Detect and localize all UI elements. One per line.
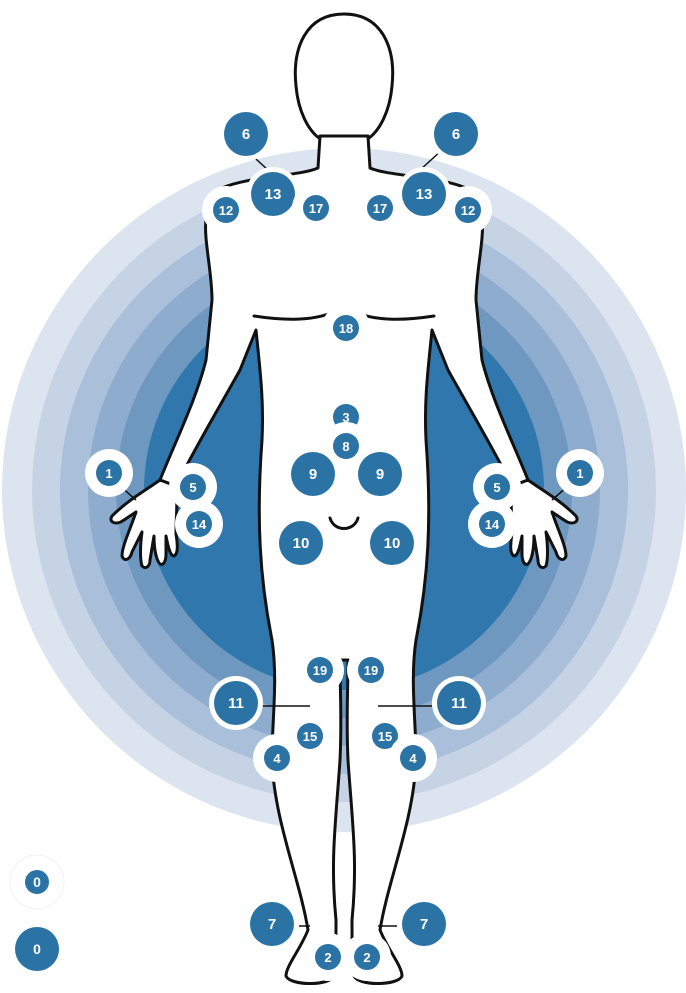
marker-1-right[interactable]: 1 xyxy=(85,449,133,497)
marker-label: 17 xyxy=(309,201,323,216)
marker-label: 1 xyxy=(105,466,112,481)
legend-front-badge-label: 0 xyxy=(33,874,41,890)
marker-label: 13 xyxy=(416,186,433,203)
marker-14-left[interactable]: 14 xyxy=(468,500,516,548)
marker-label: 5 xyxy=(493,480,500,495)
marker-label: 18 xyxy=(339,321,353,336)
marker-12-right[interactable]: 12 xyxy=(202,186,250,234)
marker-1-left[interactable]: 1 xyxy=(556,449,604,497)
marker-9-left[interactable]: 9 xyxy=(353,447,407,501)
marker-label: 15 xyxy=(303,729,317,744)
marker-label: 2 xyxy=(324,950,331,965)
marker-label: 13 xyxy=(265,186,282,203)
marker-13-right[interactable]: 13 xyxy=(246,167,300,221)
marker-label: 11 xyxy=(228,695,244,712)
marker-label: 4 xyxy=(273,751,281,766)
marker-label: 7 xyxy=(268,916,276,933)
legend-back-badge-label: 0 xyxy=(33,941,41,957)
marker-13-left[interactable]: 13 xyxy=(397,167,451,221)
legend-front-text: Body Front xyxy=(80,873,160,890)
marker-11-left[interactable]: 11 xyxy=(432,676,486,730)
marker-label: 19 xyxy=(364,663,378,678)
marker-label: 9 xyxy=(376,466,384,483)
marker-11-right[interactable]: 11 xyxy=(209,676,263,730)
marker-10-right[interactable]: 10 xyxy=(274,516,328,570)
marker-label: 4 xyxy=(409,751,417,766)
marker-label: 11 xyxy=(451,695,467,712)
marker-label: 1 xyxy=(576,466,583,481)
marker-label: 5 xyxy=(189,480,196,495)
marker-17-right[interactable]: 17 xyxy=(292,184,340,232)
legend: 0 Body Front 0 Body Back xyxy=(10,855,160,976)
legend-back-text: Body Back xyxy=(80,943,158,960)
marker-7-left[interactable]: 7 xyxy=(397,897,451,951)
marker-label: 6 xyxy=(242,126,250,143)
marker-6-right[interactable]: 6 xyxy=(219,107,273,161)
marker-label: 7 xyxy=(420,916,428,933)
marker-2-left[interactable]: 2 xyxy=(343,933,391,981)
marker-label: 12 xyxy=(461,203,475,218)
marker-label: 19 xyxy=(313,663,327,678)
marker-4-right[interactable]: 4 xyxy=(253,734,301,782)
marker-19-right[interactable]: 19 xyxy=(296,646,344,694)
marker-label: 12 xyxy=(219,203,233,218)
marker-6-left[interactable]: 6 xyxy=(429,107,483,161)
marker-9-right[interactable]: 9 xyxy=(286,447,340,501)
marker-7-right[interactable]: 7 xyxy=(245,897,299,951)
legend-item-front[interactable]: 0 Body Front xyxy=(10,855,160,909)
head xyxy=(295,14,392,140)
marker-label: 14 xyxy=(485,517,500,532)
marker-19-left[interactable]: 19 xyxy=(347,646,395,694)
marker-10-left[interactable]: 10 xyxy=(365,516,419,570)
marker-label: 15 xyxy=(378,729,392,744)
marker-14-right[interactable]: 14 xyxy=(175,500,223,548)
marker-label: 14 xyxy=(192,517,207,532)
marker-label: 10 xyxy=(384,535,401,552)
marker-label: 10 xyxy=(293,535,310,552)
marker-label: 9 xyxy=(309,466,317,483)
legend-item-back[interactable]: 0 Body Back xyxy=(10,922,158,976)
marker-17-left[interactable]: 17 xyxy=(356,184,404,232)
marker-label: 17 xyxy=(373,201,387,216)
marker-18[interactable]: 18 xyxy=(322,304,370,352)
marker-label: 2 xyxy=(363,950,370,965)
marker-12-left[interactable]: 12 xyxy=(444,186,492,234)
marker-label: 6 xyxy=(452,126,460,143)
marker-label: 8 xyxy=(342,439,349,454)
marker-4-left[interactable]: 4 xyxy=(389,734,437,782)
